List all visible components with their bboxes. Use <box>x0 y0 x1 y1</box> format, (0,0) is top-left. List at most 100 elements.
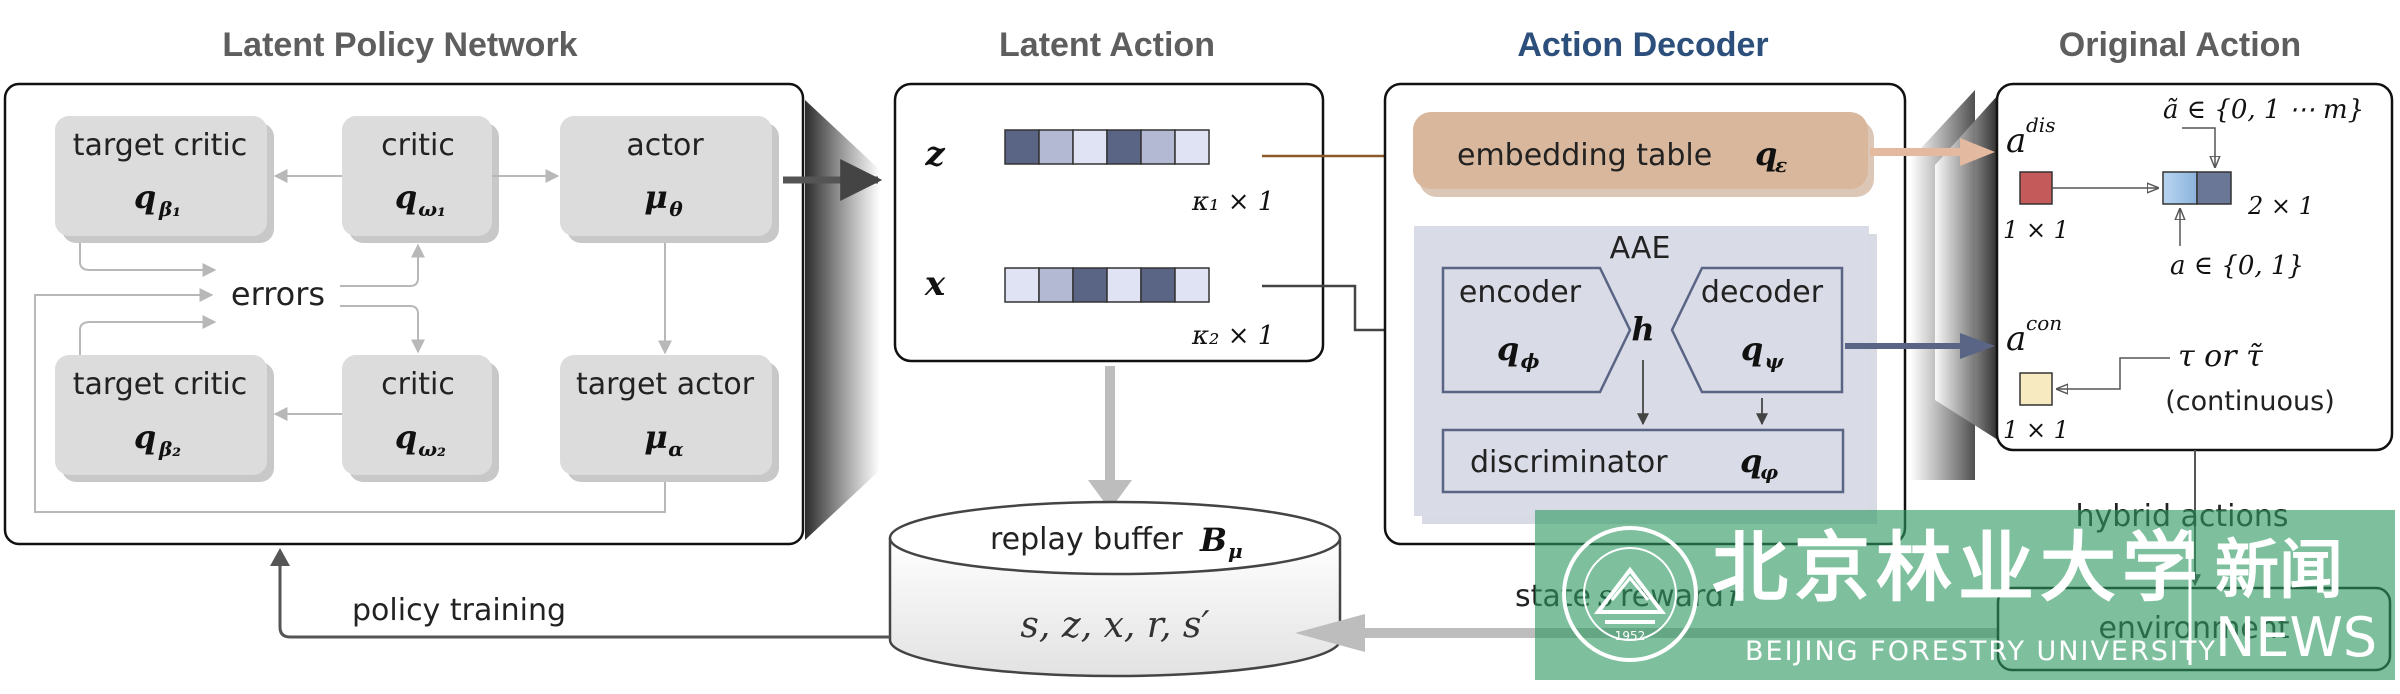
critic-1-subscript: ω₁ <box>418 197 446 221</box>
arrow-policy-training-head <box>270 548 290 566</box>
a-dis-symbol: a <box>2006 121 2026 161</box>
discriminator-box <box>1441 428 1845 494</box>
actor-symbol: μ <box>644 178 667 216</box>
a-con-dimension: 1 × 1 <box>2003 416 2069 444</box>
arrow-errors-to-critic1 <box>340 243 425 287</box>
replay-tuple: s, z, x, r, s′ <box>1020 605 1209 646</box>
funnel-original <box>1935 95 1998 440</box>
actor-label: actor <box>626 128 704 163</box>
target-actor-subscript: α <box>668 437 683 461</box>
critic-2-label: critic <box>381 367 455 402</box>
watermark-news-chinese: 新闻 <box>2215 533 2343 608</box>
encoder-shape <box>1441 266 1632 394</box>
action-decoder-title: Action Decoder <box>1517 26 1768 64</box>
replay-buffer-subscript: μ <box>1228 539 1243 563</box>
latent-policy-network-title: Latent Policy Network <box>222 26 577 64</box>
decoder-label: decoder <box>1701 275 1824 310</box>
x-vector <box>1004 267 1210 303</box>
critic-1-symbol: q <box>395 178 417 216</box>
target-actor-symbol: μ <box>644 418 667 456</box>
encoder-label: encoder <box>1459 275 1582 310</box>
a-binary-set: a ∈ {0, 1} <box>2170 251 2304 281</box>
target-critic-1-label: target critic <box>73 128 248 163</box>
latent-action-title: Latent Action <box>999 26 1215 64</box>
original-action-panel: a dis 1 × 1 ã ∈ {0, 1 ⋯ m} 2 × 1 a ∈ {0,… <box>1995 82 2394 452</box>
target-critic-2-subscript: β₂ <box>158 437 181 461</box>
watermark-overlay: 1952 北京林业大学 BEIJING FORESTRY UNIVERSITY … <box>1535 510 2395 680</box>
arrow-target1-to-errors <box>79 243 217 277</box>
target-critic-1-subscript: β₁ <box>158 197 181 221</box>
arrow-env-to-replay-head <box>1295 614 1365 652</box>
encoder-subscript: ϕ <box>1521 349 1540 373</box>
pair-cell-continuous <box>2162 171 2198 205</box>
arrow-tau-to-con <box>2057 357 2170 389</box>
continuous-label: (continuous) <box>2165 386 2335 417</box>
critic-1-box: critic q ω₁ <box>342 116 499 243</box>
discriminator-symbol: q <box>1740 442 1762 480</box>
a-dis-dimension: 1 × 1 <box>2003 216 2069 244</box>
a-con-superscript: con <box>2026 311 2062 335</box>
decoder-shape <box>1670 266 1844 394</box>
a-tilde-set: ã ∈ {0, 1 ⋯ m} <box>2163 95 2364 125</box>
aae-label: AAE <box>1610 231 1671 266</box>
pair-cell-discrete <box>2196 171 2232 205</box>
actor-subscript: θ <box>669 197 683 221</box>
latent-policy-network-panel: target critic q β₁ critic q ω₁ actor μ θ… <box>3 82 805 546</box>
discriminator-subscript: φ <box>1760 460 1778 484</box>
decoder-symbol: q <box>1741 330 1763 368</box>
target-critic-2-box: target critic q β₂ <box>55 355 274 482</box>
z-dimension: κ₁ × 1 <box>1191 187 1274 217</box>
target-critic-2-label: target critic <box>73 367 248 402</box>
z-symbol: z <box>924 134 945 174</box>
critic-2-box: critic q ω₂ <box>342 355 499 482</box>
replay-buffer-label: replay buffer <box>990 522 1183 557</box>
critic-2-subscript: ω₂ <box>418 437 446 461</box>
target-critic-1-box: target critic q β₁ <box>55 116 274 243</box>
target-actor-box: target actor μ α <box>560 355 779 482</box>
funnel-policy-to-latent <box>805 100 880 540</box>
pair-dimension: 2 × 1 <box>2247 192 2314 220</box>
a-dis-cell <box>2019 171 2053 205</box>
embedding-subscript: ε <box>1775 153 1787 177</box>
watermark-chinese-name: 北京林业大学 <box>1712 523 2204 612</box>
arrow-to-replay-head <box>1088 480 1132 510</box>
embedding-symbol: q <box>1755 135 1777 173</box>
aae-box: AAE encoder q ϕ h decoder q ψ discrimina… <box>1414 226 1877 524</box>
x-dimension: κ₂ × 1 <box>1191 321 1274 351</box>
errors-label: errors <box>231 275 325 313</box>
encoder-symbol: q <box>1497 330 1519 368</box>
target-actor-label: target actor <box>576 367 755 402</box>
h-symbol: h <box>1631 310 1654 348</box>
x-symbol: x <box>924 264 946 304</box>
arrow-decoder-to-con-head <box>1960 333 1995 359</box>
watermark-news-english: NEWS <box>2215 606 2377 669</box>
policy-training-label: policy training <box>352 593 566 628</box>
original-action-title: Original Action <box>2059 26 2301 64</box>
latent-action-panel: z κ₁ × 1 x κ₂ × 1 <box>893 82 1325 363</box>
critic-1-label: critic <box>381 128 455 163</box>
seal-year: 1952 <box>1615 629 1646 643</box>
tau-or-tau-tilde: τ or τ̃ <box>2178 339 2263 374</box>
arrow-target2-to-errors <box>79 315 217 355</box>
replay-buffer-cylinder: replay buffer B μ s, z, x, r, s′ <box>888 500 1342 678</box>
arrow-a-tilde-to-pair <box>2182 127 2215 167</box>
arrow-policy-training-line <box>278 562 890 639</box>
arrow-embedding-to-dis-head <box>1960 138 1995 166</box>
university-seal-logo: 1952 <box>1562 526 1698 662</box>
decoder-subscript: ψ <box>1765 349 1785 373</box>
target-critic-2-symbol: q <box>134 418 156 456</box>
a-con-cell <box>2019 372 2053 406</box>
arrow-errors-to-critic2 <box>340 305 425 354</box>
embedding-table-label: embedding table <box>1457 138 1712 173</box>
actor-box: actor μ θ <box>560 116 779 243</box>
target-critic-1-symbol: q <box>134 178 156 216</box>
watermark-english-name: BEIJING FORESTRY UNIVERSITY <box>1745 636 2217 667</box>
critic-2-symbol: q <box>395 418 417 456</box>
a-dis-superscript: dis <box>2026 113 2055 137</box>
a-con-symbol: a <box>2006 319 2026 359</box>
discriminator-label: discriminator <box>1470 445 1668 480</box>
z-vector <box>1004 129 1210 165</box>
action-decoder-panel: embedding table q ε AAE encoder q ϕ h de… <box>1383 82 1907 546</box>
replay-buffer-symbol: B <box>1199 521 1227 559</box>
arrow-target-actor-loop <box>34 288 666 513</box>
